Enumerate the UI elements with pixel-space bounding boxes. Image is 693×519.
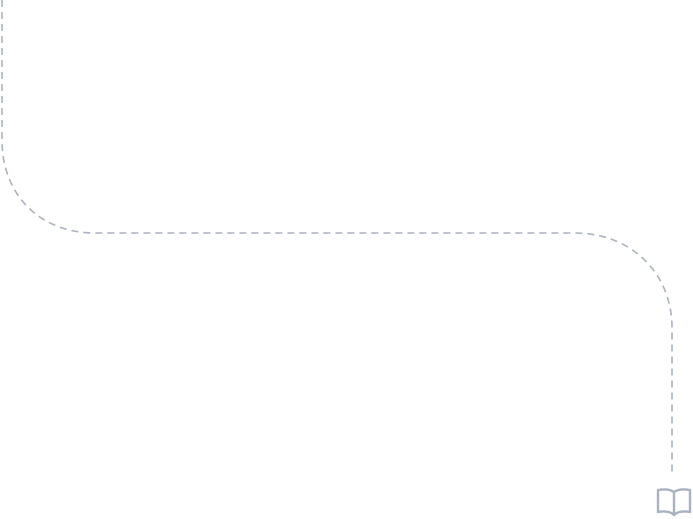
dashed-path-connector bbox=[1, 0, 673, 472]
open-book-icon bbox=[656, 486, 692, 518]
